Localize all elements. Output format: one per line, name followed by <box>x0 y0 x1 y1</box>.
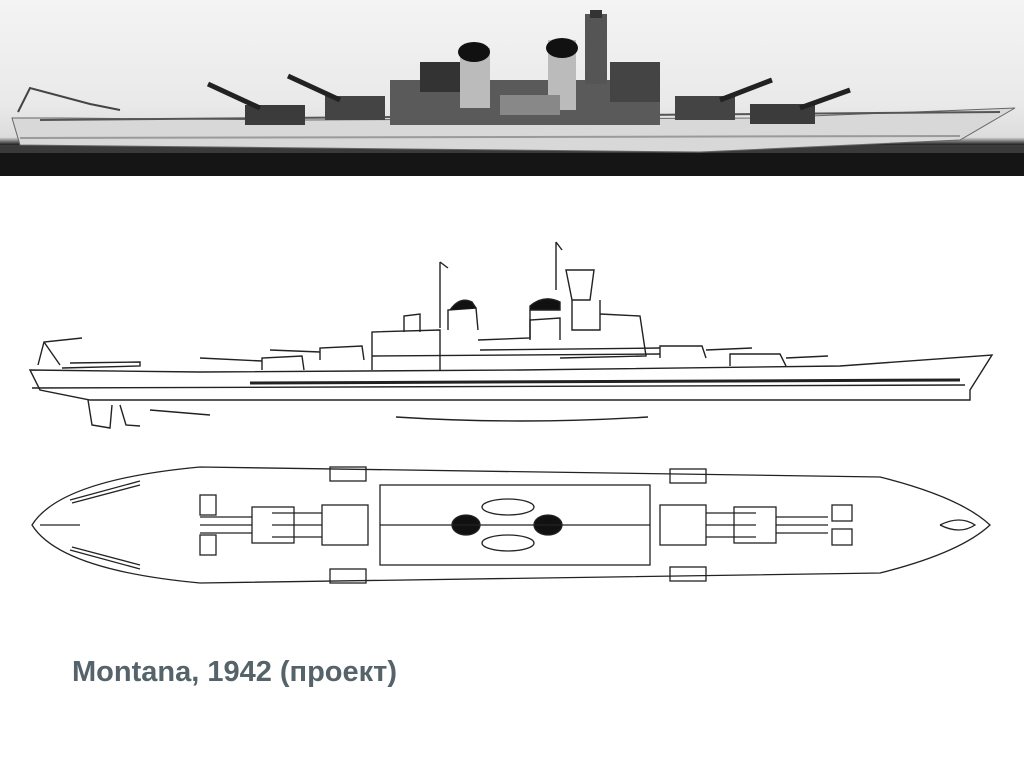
battleship-side-profile-drawing <box>0 230 1024 440</box>
deck-plan-lines <box>31 466 991 584</box>
battleship-model-photo <box>0 0 1024 176</box>
side-profile-lines <box>28 241 994 429</box>
caption: Montana, 1942 (проект) <box>72 656 398 688</box>
battleship-deck-plan-drawing <box>0 455 1024 600</box>
model-photo-drawing <box>0 10 1024 176</box>
